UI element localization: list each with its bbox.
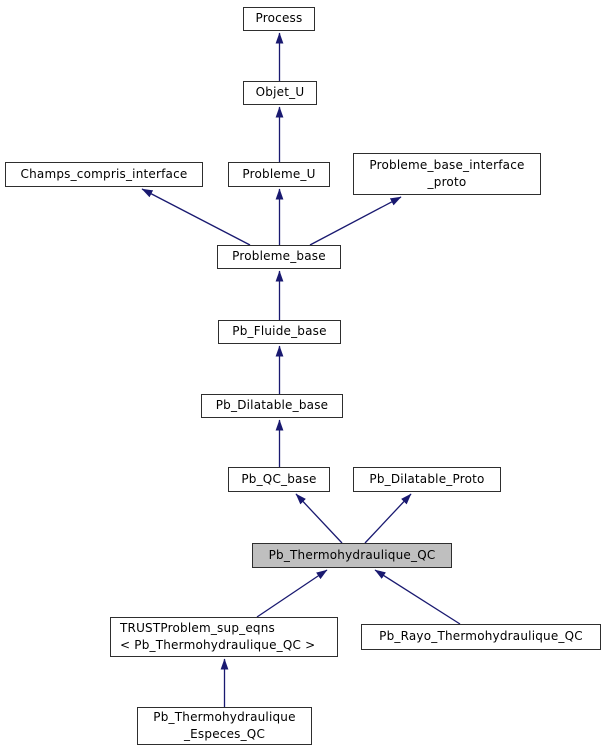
node-probleme-base[interactable]: Probleme_base: [217, 245, 341, 269]
node-pb-dilatable-proto[interactable]: Pb_Dilatable_Proto: [353, 467, 501, 492]
node-pb-thermohydraulique-qc-current: Pb_Thermohydraulique_QC: [252, 543, 452, 568]
node-process[interactable]: Process: [243, 7, 315, 31]
node-probleme-base-interface-proto[interactable]: Probleme_base_interface _proto: [353, 153, 541, 195]
node-champs-compris-interface[interactable]: Champs_compris_interface: [5, 162, 203, 187]
node-pb-thermohydraulique-especes-qc[interactable]: Pb_Thermohydraulique _Especes_QC: [137, 707, 312, 745]
node-trustproblem-sup-eqns[interactable]: TRUSTProblem_sup_eqns < Pb_Thermohydraul…: [110, 617, 338, 657]
edge-problemebase-proto: [309, 196, 402, 246]
node-objet-u[interactable]: Objet_U: [243, 81, 317, 105]
edge-thermoqc-dilatableproto: [364, 493, 412, 544]
edge-rayo-thermoqc: [374, 569, 461, 625]
node-pb-fluide-base[interactable]: Pb_Fluide_base: [218, 320, 341, 344]
node-probleme-u[interactable]: Probleme_U: [228, 162, 330, 187]
edge-thermoqc-qcbase: [295, 493, 343, 544]
node-pb-rayo-thermohydraulique-qc[interactable]: Pb_Rayo_Thermohydraulique_QC: [361, 624, 601, 650]
edge-trust-thermoqc: [256, 569, 328, 618]
node-pb-qc-base[interactable]: Pb_QC_base: [228, 467, 330, 492]
node-pb-dilatable-base[interactable]: Pb_Dilatable_base: [201, 394, 343, 418]
edge-problemebase-champs: [141, 188, 251, 246]
